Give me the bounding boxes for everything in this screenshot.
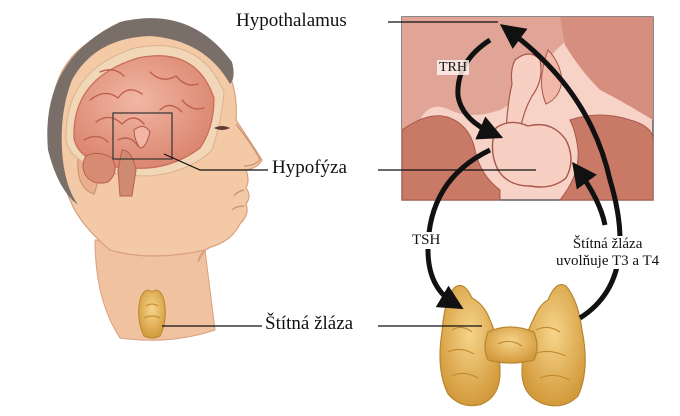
label-trh: TRH (437, 60, 469, 75)
pituitary-gland (492, 122, 571, 187)
thyroid-isthmus (485, 327, 537, 363)
label-hypothalamus: Hypothalamus (236, 11, 347, 32)
small-thyroid (139, 290, 166, 338)
cerebellum (83, 153, 115, 183)
large-thyroid (440, 285, 585, 406)
label-hypofyza: Hypofýza (272, 158, 347, 179)
label-stitna-zlaza: Štítná žláza (265, 314, 353, 335)
label-tsh: TSH (412, 232, 440, 249)
label-release-line1: Štítná žláza (556, 236, 659, 253)
head-illustration (47, 18, 262, 340)
label-hormone-release: Štítná žláza uvolňuje T3 a T4 (556, 236, 659, 269)
label-release-line2: uvolňuje T3 a T4 (556, 253, 659, 270)
